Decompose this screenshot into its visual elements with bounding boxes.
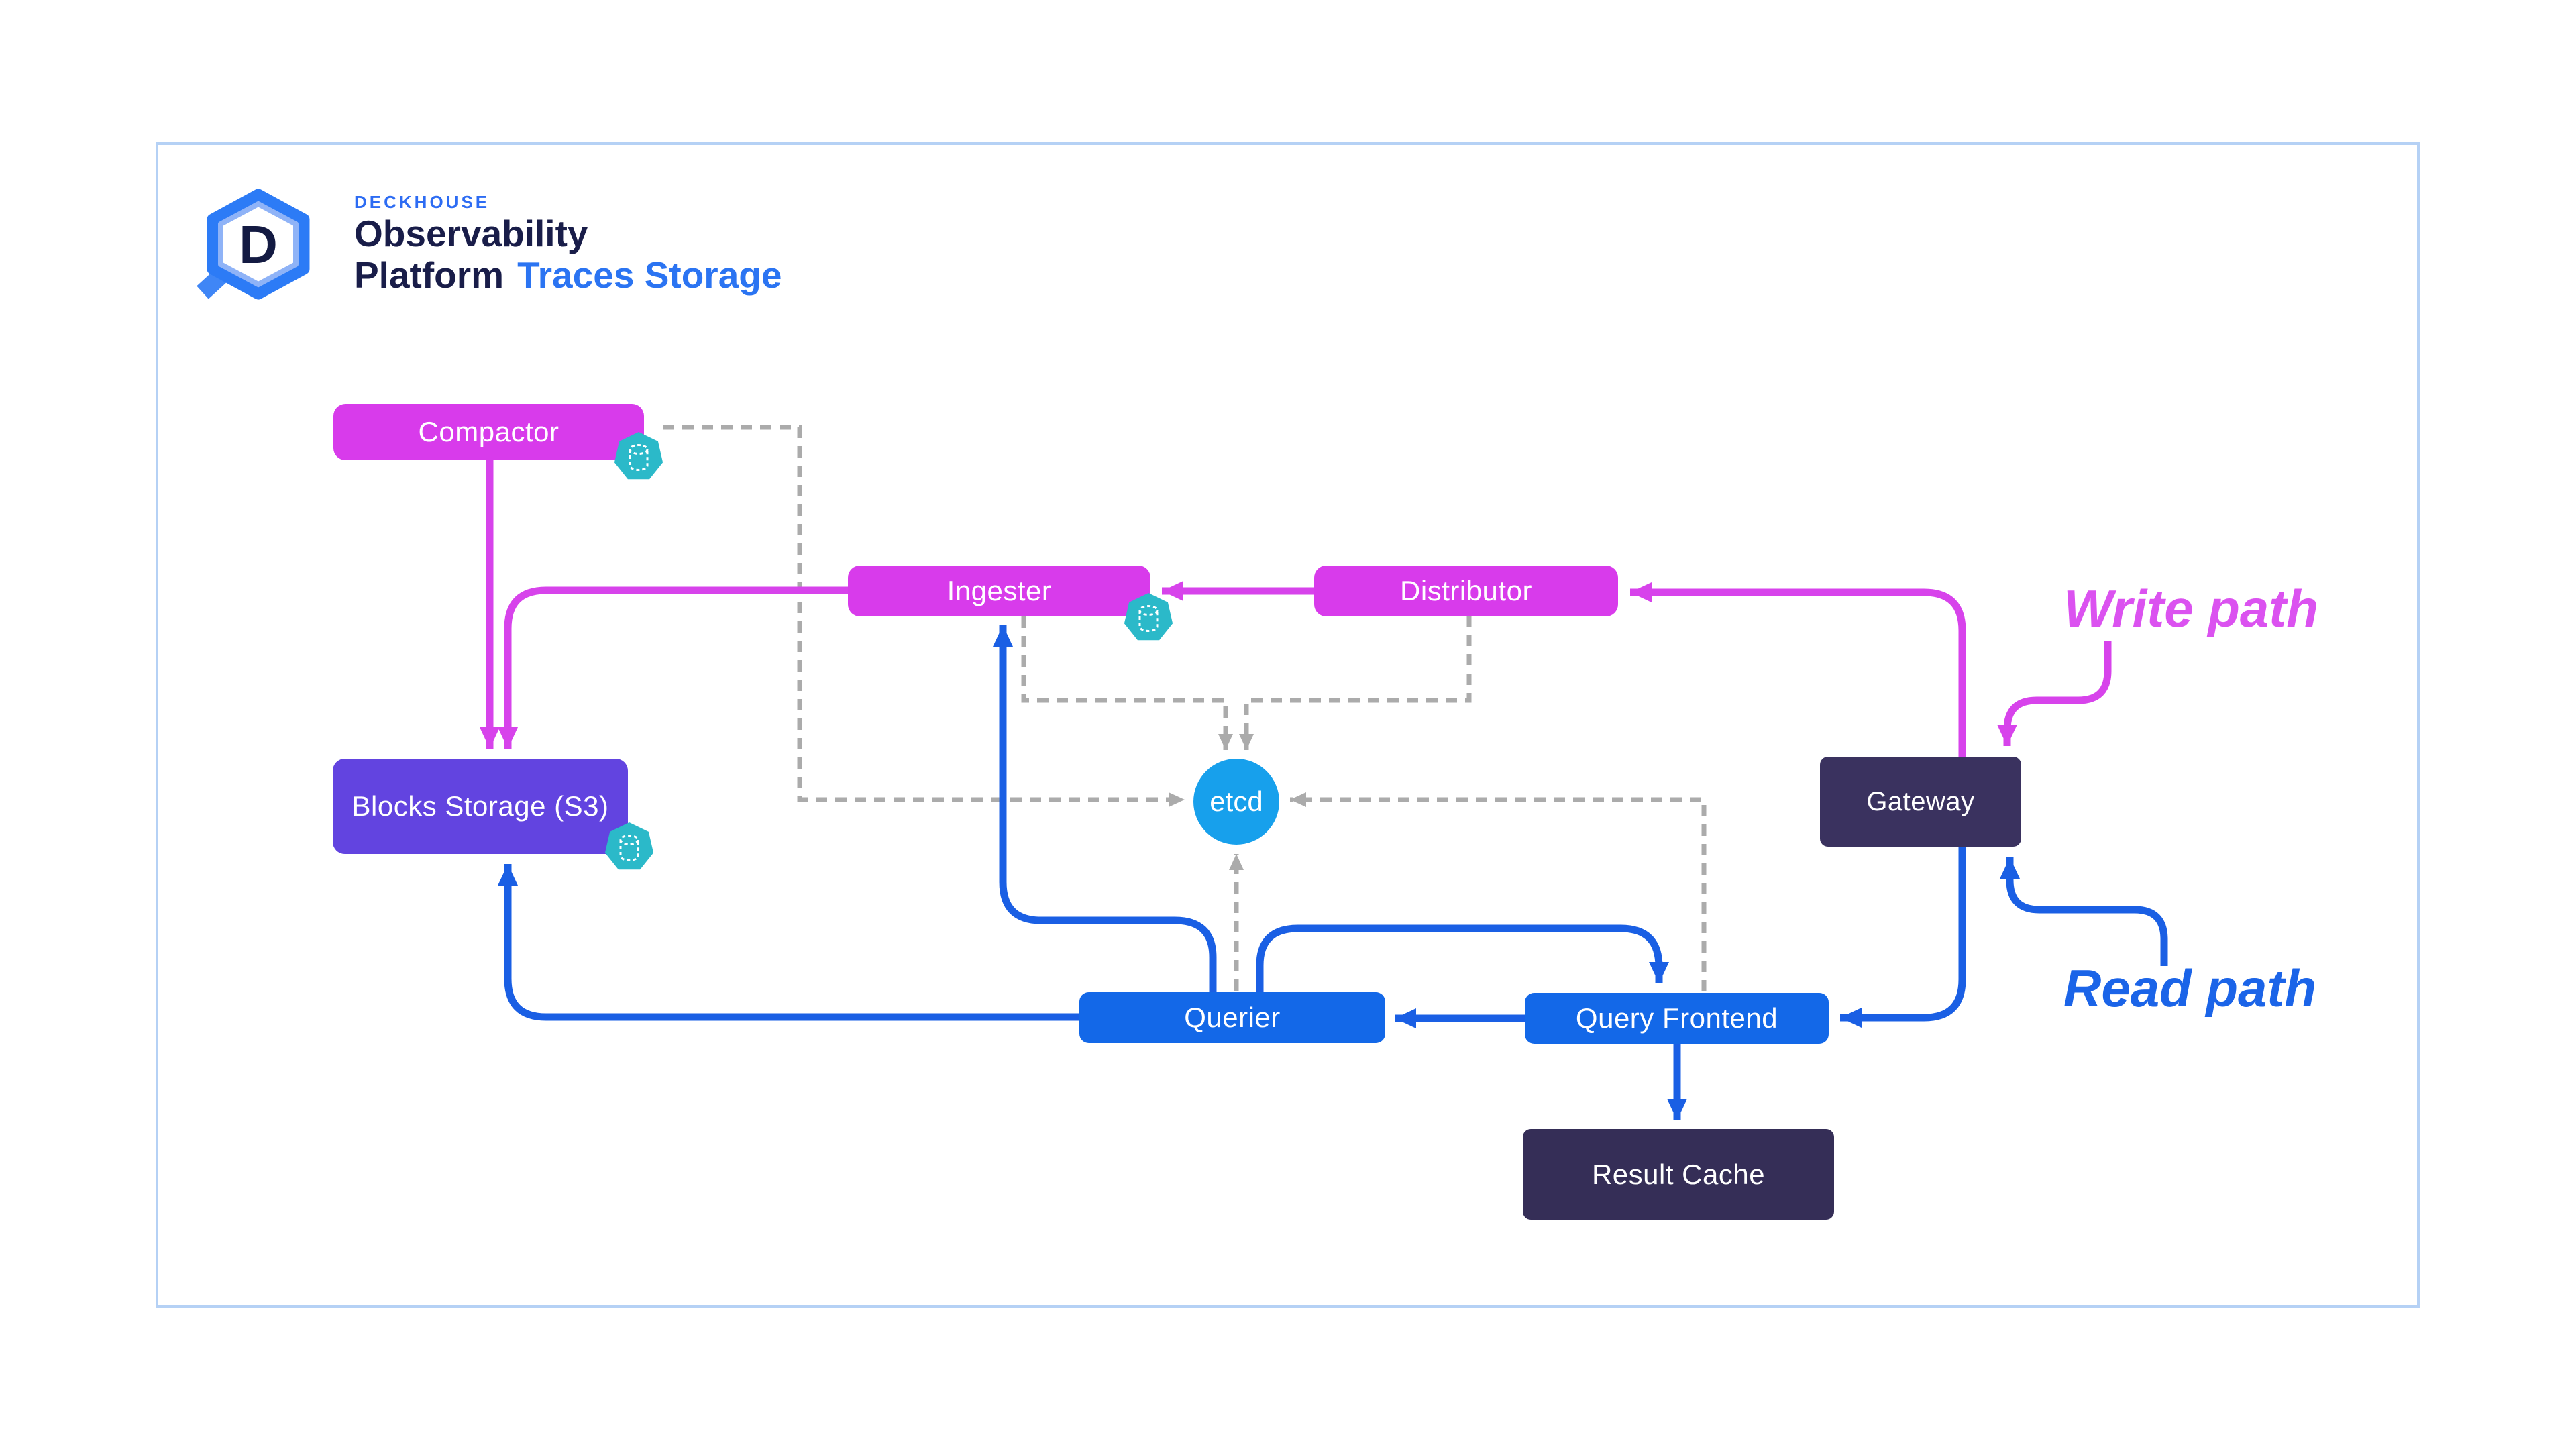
node-gateway: Gateway [1820,757,2021,847]
logo-product: Traces Storage [517,254,782,296]
node-gateway-label: Gateway [1866,786,1975,816]
node-query-frontend-label: Query Frontend [1575,1002,1778,1034]
deckhouse-logo-icon: D [197,189,310,300]
node-query-frontend: Query Frontend [1525,993,1829,1044]
node-result-cache-label: Result Cache [1591,1158,1766,1190]
node-blocks-storage: Blocks Storage (S3) [333,759,628,854]
node-compactor: Compactor [333,404,644,460]
node-etcd: etcd [1193,759,1279,845]
write-path-label: Write path [2063,579,2318,638]
logo-line2: Platform [354,254,504,296]
node-ingester: Ingester [848,566,1150,616]
node-compactor-label: Compactor [418,416,559,447]
read-path-label: Read path [2063,959,2317,1018]
logo-brand: DECKHOUSE [354,192,490,212]
logo: D DECKHOUSE Observability Platform Trace… [188,181,782,315]
logo-line1: Observability [354,213,588,254]
node-etcd-label: etcd [1210,786,1263,817]
node-blocks-storage-label: Blocks Storage (S3) [352,790,609,822]
node-ingester-label: Ingester [947,575,1052,606]
logo-letter: D [239,215,278,274]
node-result-cache: Result Cache [1523,1129,1834,1220]
node-querier-label: Querier [1184,1002,1281,1033]
node-querier: Querier [1079,992,1385,1043]
node-distributor-label: Distributor [1400,575,1532,606]
node-distributor: Distributor [1314,566,1618,616]
diagram-border [156,142,2420,1308]
